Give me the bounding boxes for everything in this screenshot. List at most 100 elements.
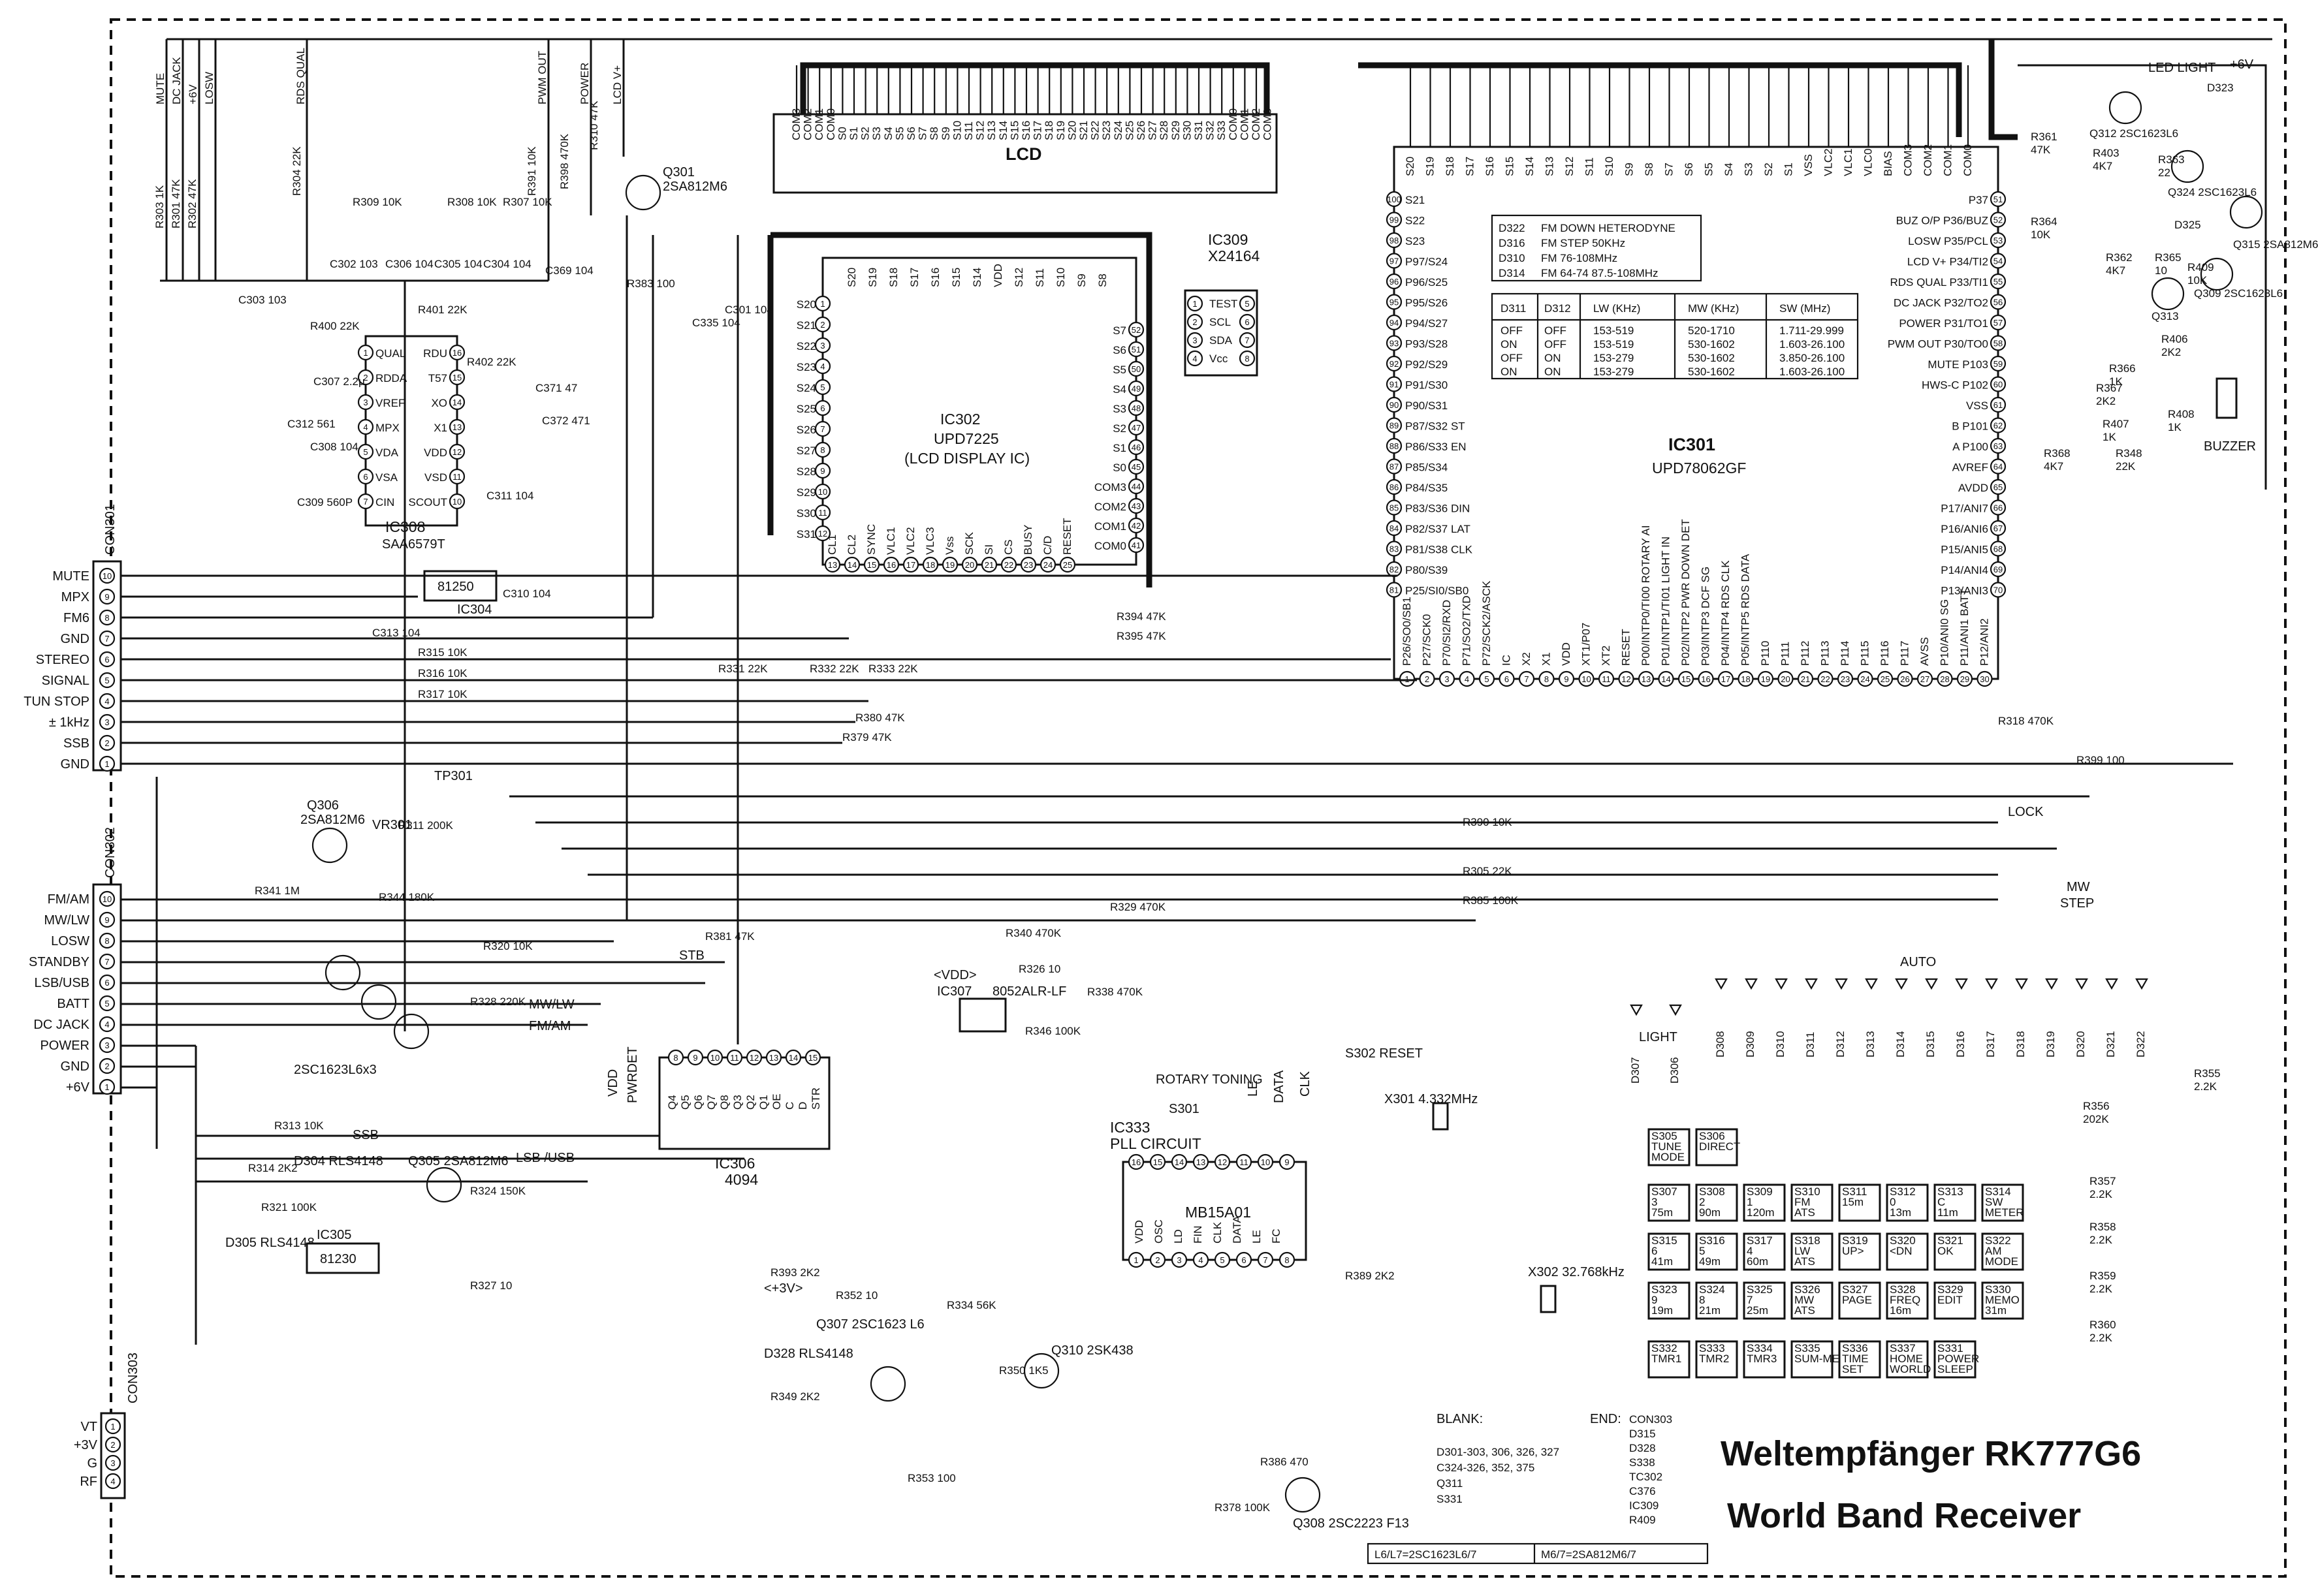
ic301-pin <box>1990 355 2007 372</box>
ic306-pin-label: STR <box>810 1087 822 1110</box>
ic301-pin-num: 93 <box>1389 339 1399 349</box>
ic333-pin-num: 6 <box>1241 1255 1246 1265</box>
s301-label: S301 <box>1169 1102 1199 1116</box>
ic305-label: IC305 <box>317 1228 351 1242</box>
ic301-pin-label: P93/S28 <box>1405 338 1448 351</box>
resistor-label: R309 10K <box>353 196 402 208</box>
ic301-pin-label: P91/S30 <box>1405 379 1448 392</box>
ic301-pin-label: S1 <box>1783 163 1795 176</box>
band-table-cell: 153-279 <box>1593 366 1634 378</box>
ic302-pin <box>942 556 959 573</box>
ic301-pin-label: P10/ANI0 SG <box>1939 599 1951 666</box>
ic306-pin-num: 10 <box>710 1053 720 1063</box>
connector-pin-label: SSB <box>63 736 89 751</box>
ic302-pin <box>814 295 831 312</box>
ic302-pin <box>1128 419 1145 436</box>
ic301-pin-label: P25/SI0/SB0 <box>1405 585 1469 597</box>
ic302-pin-label: S28 <box>797 465 816 478</box>
ic301-pin-label: VSS <box>1966 399 1988 412</box>
ic301-pin-label: AVREF <box>1952 462 1988 474</box>
key-switch <box>1886 1183 1929 1222</box>
ic301-pin-num: 82 <box>1389 565 1399 574</box>
ic301-pin-num: 87 <box>1389 462 1399 472</box>
resistor-label: R340 470K <box>1006 927 1062 939</box>
ic301-pin-label: S6 <box>1683 163 1695 176</box>
ic302-pin-label: S15 <box>950 268 962 287</box>
connector-pin <box>99 1057 116 1074</box>
connector-pin-label: GND <box>61 632 89 646</box>
ic301-pin-label: X1 <box>1540 652 1553 666</box>
mwlw-label: MW/LW <box>529 997 575 1012</box>
connector-pin-label: LOSW <box>51 934 89 948</box>
light-label: LIGHT <box>1639 1030 1677 1044</box>
ic308-pin <box>449 369 466 386</box>
lcd-seg-label: S32 <box>1204 121 1216 140</box>
resistor-value: 1K <box>2103 431 2116 443</box>
ic302-pin-num: 15 <box>867 560 876 570</box>
ic302-pin-label: S0 <box>1113 462 1126 474</box>
ic302-pin-label: VDD <box>992 264 1004 287</box>
ic301-pin-label: XT1/P07 <box>1580 623 1593 666</box>
ic301-pin-label: IC <box>1500 655 1513 666</box>
ic333-pin-num: 3 <box>1177 1255 1181 1265</box>
ic302-pin <box>1128 380 1145 397</box>
ic309-pin-num: 7 <box>1245 336 1249 345</box>
ic302-pin-label: S25 <box>797 403 816 415</box>
lcd-seg-label: COM1 <box>813 108 825 140</box>
resistor-value: 4K7 <box>2093 160 2112 172</box>
ic301-pin-label: S12 <box>1563 157 1576 176</box>
ic301-pin-num: 7 <box>1524 674 1529 684</box>
key-switch-label: 4 <box>1747 1245 1753 1257</box>
con301: CON301 10MUTE9MPX8FM67GND6STEREO5SIGNAL4… <box>24 504 122 772</box>
key-switch-label: SW <box>1985 1196 2003 1208</box>
capacitor-label: C369 104 <box>545 264 594 277</box>
resistor-ref: R367 <box>2096 382 2123 394</box>
capacitor-label: C308 104 <box>310 441 358 453</box>
ic301-pin-label: P114 <box>1839 641 1851 666</box>
end-line: D328 <box>1629 1442 1656 1454</box>
ic302-pin-num: 16 <box>887 560 896 570</box>
resistor-label: R324 150K <box>470 1185 526 1197</box>
ic302-pin <box>863 556 880 573</box>
ic304: 81250 IC304 <box>423 570 498 617</box>
key-switch-label: ATS <box>1794 1206 1815 1219</box>
ic302-pin-label: RESET <box>1061 518 1073 555</box>
band-table-cell: OFF <box>1500 352 1523 364</box>
ic308-pin-label: VDD <box>424 446 447 459</box>
plus3v-label: <+3V> <box>764 1281 803 1296</box>
ic301-pin <box>1578 670 1595 687</box>
ic306-pin-num: 15 <box>808 1053 818 1063</box>
lcd-seg-label: S22 <box>1089 121 1102 140</box>
ic302-pin-label: SYNC <box>865 524 878 555</box>
ic333-pin <box>1192 1153 1209 1170</box>
ic301-pin-num: 20 <box>1781 674 1790 684</box>
q301-label: Q301 <box>663 165 695 180</box>
ic301-pin-label: MUTE P103 <box>1928 358 1988 371</box>
led-label: LED LIGHT <box>2148 61 2215 75</box>
ic301-pin-label: S18 <box>1444 157 1456 176</box>
connector-pin-label: MW/LW <box>44 913 89 928</box>
connector-pin-label: MPX <box>61 590 89 604</box>
ic302-pin-label: S24 <box>797 382 816 394</box>
ic301-pin <box>1386 396 1403 413</box>
ic301-pin <box>1399 670 1416 687</box>
ic308-pin-label: T57 <box>428 372 447 384</box>
key-switch-label: MODE <box>1651 1151 1685 1163</box>
ic301-pin <box>1990 294 2007 310</box>
resistor-label: R349 2K2 <box>770 1390 820 1403</box>
ic301-pin <box>1738 670 1754 687</box>
lcd-seg-label: COM2 <box>1250 108 1262 140</box>
key-switch-label: 2 <box>1699 1196 1705 1208</box>
key-switch-label: S325 <box>1747 1283 1773 1296</box>
resistor-ref: R356 <box>2083 1100 2110 1112</box>
connector-pin <box>99 755 116 772</box>
ssb-label: SSB <box>353 1128 379 1142</box>
connector-pin-label: STEREO <box>36 653 89 667</box>
ic301-pin-num: 51 <box>1993 195 2003 204</box>
ic301-pin <box>1386 314 1403 331</box>
connector-pin-num: 6 <box>104 978 109 988</box>
blank-note: BLANK: END: D301-303, 306, 326, 327C324-… <box>1437 1412 1672 1526</box>
ic301-pin-num: 11 <box>1602 674 1611 684</box>
connector-pin-num: 5 <box>104 999 109 1009</box>
